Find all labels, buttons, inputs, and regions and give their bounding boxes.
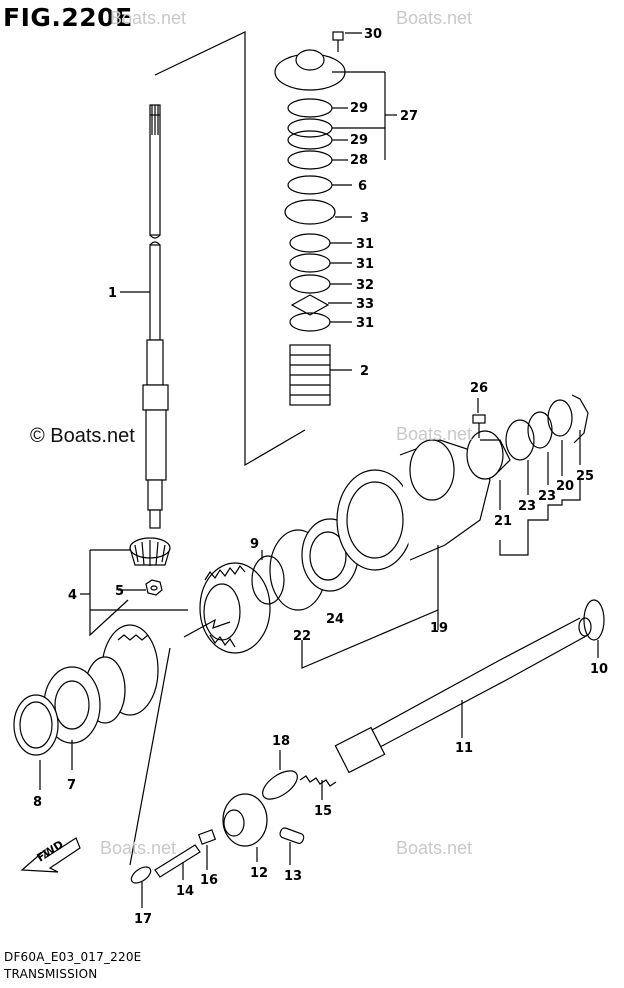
part-label: 3 [360, 211, 369, 226]
figure-title: FIG.220E [3, 3, 133, 32]
prop-shaft-housing [336, 430, 511, 571]
part-label: 29 [350, 133, 368, 148]
washer-10 [583, 599, 605, 641]
part-label: 25 [576, 469, 594, 484]
shim-9 [251, 555, 285, 605]
part-label: 23 [538, 489, 556, 504]
part-label: 31 [356, 237, 374, 252]
part-label: 7 [67, 778, 76, 793]
seal-20 [547, 399, 573, 437]
part-label: 1 [108, 286, 117, 301]
footer-code: DF60A_E03_017_220E [4, 950, 142, 964]
propeller-shaft-part [334, 617, 592, 774]
bracket-22-24 [301, 609, 439, 669]
part-label: 24 [326, 612, 344, 627]
part-label: 16 [200, 873, 218, 888]
part-label: 30 [364, 27, 382, 42]
ring-18 [262, 770, 298, 800]
watermark-text: Boats.net [396, 424, 473, 444]
ring-17 [130, 866, 152, 884]
watermark-text: Boats.net [100, 838, 177, 858]
footer-section: TRANSMISSION [4, 967, 98, 981]
clutch-dog-12 [222, 793, 268, 847]
seal-23b [527, 411, 553, 449]
bolt-26 [472, 414, 486, 438]
pin-13 [279, 827, 305, 844]
reverse-gear-part [183, 562, 271, 654]
ring-25 [571, 394, 589, 444]
watermark-text: Boats.net [396, 838, 473, 858]
part-label: 28 [350, 153, 368, 168]
part-label: 33 [356, 297, 374, 312]
part-label: 23 [518, 499, 536, 514]
part-label: 27 [400, 109, 418, 124]
brand-watermark: © Boats.net [30, 425, 135, 447]
part-label: 12 [250, 866, 268, 881]
leader-lines [39, 32, 599, 908]
watermark-text: Boats.net [396, 8, 473, 28]
part-label: 11 [455, 741, 473, 756]
part-label: 6 [358, 179, 367, 194]
part-label: 19 [430, 621, 448, 636]
upper-seal-stack [274, 31, 346, 406]
part-number-labels: 30 29 27 29 28 6 3 31 31 32 33 31 2 1 9 … [33, 27, 608, 927]
part-label: 29 [350, 101, 368, 116]
part-label: 9 [250, 537, 259, 552]
driveshaft-part [142, 104, 169, 529]
pin-16 [197, 829, 217, 845]
part-label: 32 [356, 278, 374, 293]
part-label: 8 [33, 795, 42, 810]
part-label: 5 [115, 584, 124, 599]
forward-gear-assembly [13, 624, 159, 756]
part-label: 20 [556, 479, 574, 494]
bracket-shaft-group [154, 31, 306, 467]
part-label: 26 [470, 381, 488, 396]
watermark-text: Boats.net [110, 8, 187, 28]
part-label: 18 [272, 734, 290, 749]
part-label: 22 [293, 629, 311, 644]
part-label: 21 [494, 514, 512, 529]
pinion-gear-part [129, 537, 171, 566]
part-label: 13 [284, 869, 302, 884]
spring-15 [299, 775, 337, 787]
bracket-4 [89, 550, 129, 637]
part-label: 4 [68, 588, 77, 603]
part-label: 31 [356, 257, 374, 272]
part-label: 17 [134, 912, 152, 927]
part-label: 14 [176, 884, 194, 899]
bracket-housing-group [499, 480, 581, 556]
fwd-arrow-icon [20, 837, 81, 873]
part-label: 31 [356, 316, 374, 331]
seal-23a [505, 419, 535, 461]
nut-part [145, 579, 163, 596]
part-label: 2 [360, 364, 369, 379]
shift-plunger-14 [154, 844, 201, 878]
part-label: 15 [314, 804, 332, 819]
part-label: 10 [590, 662, 608, 677]
